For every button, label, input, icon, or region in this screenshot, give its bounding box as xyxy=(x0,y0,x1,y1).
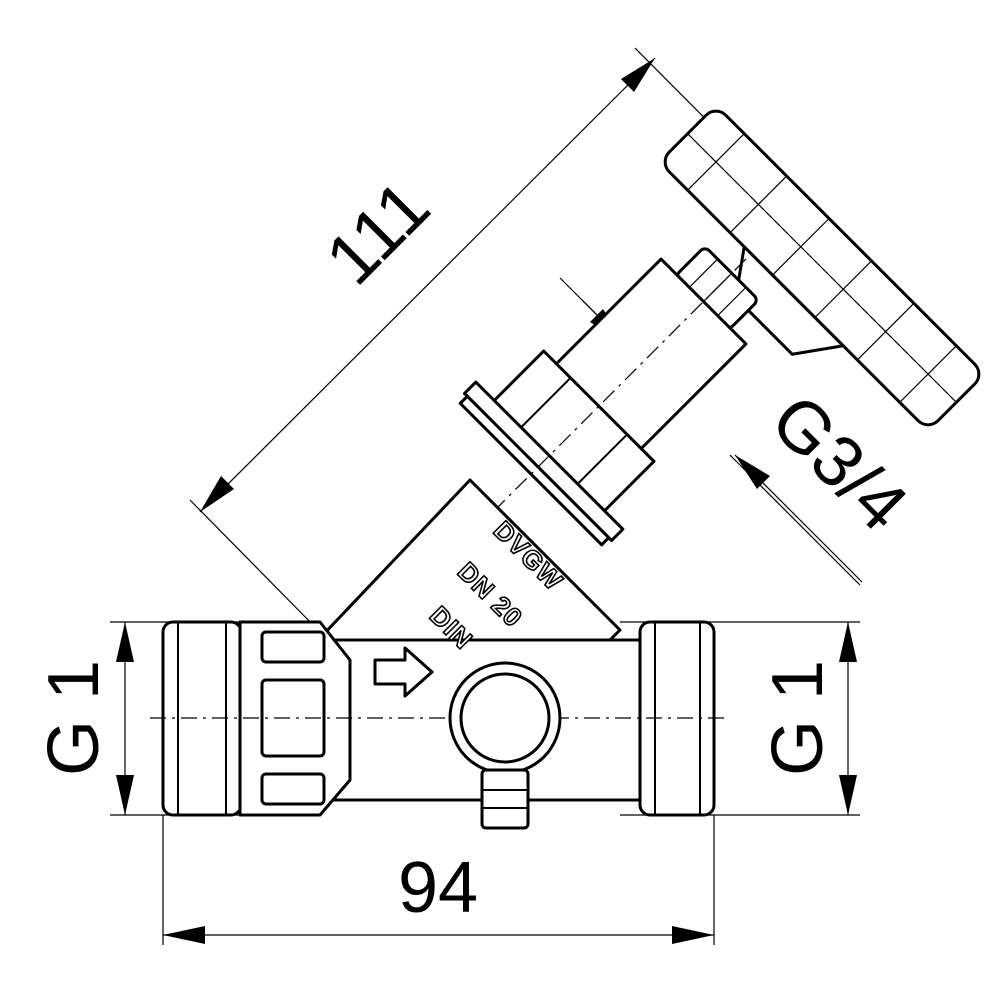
dimension-left-thread: G 1 xyxy=(34,621,250,816)
dimension-label-right-thread: G 1 xyxy=(758,660,838,776)
dimension-label-stem-length: 111 xyxy=(311,166,445,300)
dimension-label-overall-length: 94 xyxy=(398,848,478,928)
valve-stem xyxy=(458,247,758,547)
dimension-label-left-thread: G 1 xyxy=(34,660,114,776)
dimension-overall-length: 94 xyxy=(162,815,715,945)
flow-direction-arrow-icon xyxy=(373,646,434,698)
valve-body xyxy=(150,478,730,830)
handwheel xyxy=(663,109,981,427)
dimension-label-stem-thread: G3/4 xyxy=(755,380,922,547)
